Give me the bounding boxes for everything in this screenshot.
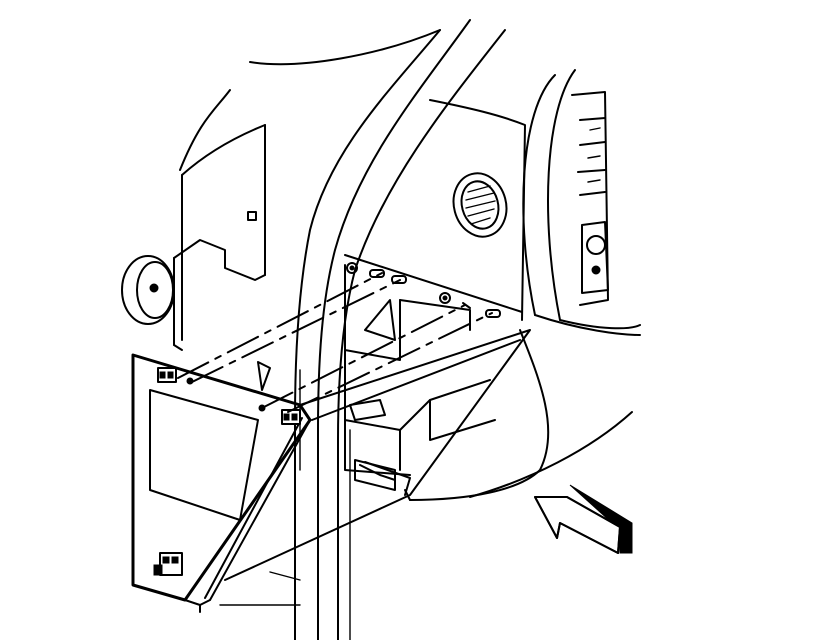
latch-icon: [153, 367, 301, 576]
lower-dash-trim: [404, 329, 633, 501]
glove-box-door: [131, 353, 312, 613]
glove-box-bin: [257, 264, 496, 491]
glove-box-side-arm: [224, 329, 531, 581]
dash-side-panel: [344, 99, 526, 321]
horn-icon: [121, 255, 175, 325]
mounting-holes: [346, 262, 501, 318]
instrument-panel: [522, 69, 641, 336]
kick-panel: [173, 29, 441, 351]
mounting-fasteners: [177, 272, 493, 413]
door-pillar: [294, 19, 506, 640]
direction-arrow-icon: [534, 484, 633, 554]
floor-lines: [219, 571, 301, 606]
air-vent-icon: [452, 172, 508, 238]
